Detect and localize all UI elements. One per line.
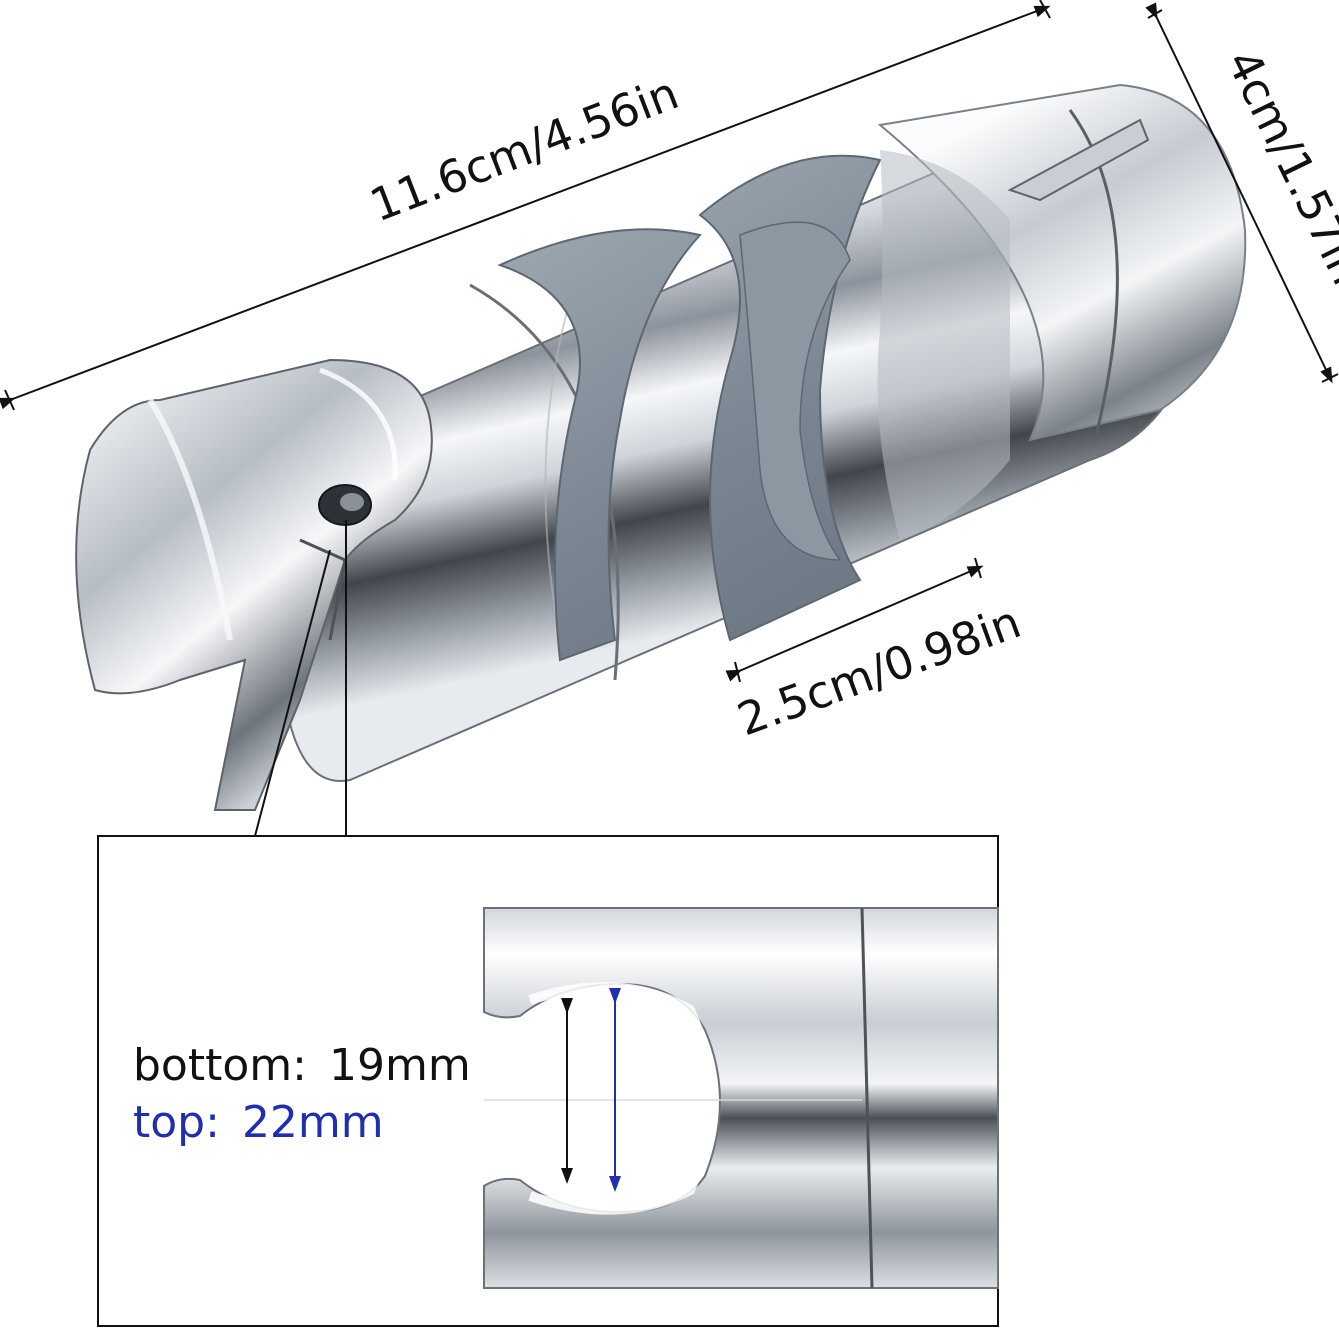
inset-holder-closeup (483, 907, 999, 1289)
diameter-dimension-line (1145, 2, 1339, 384)
bottom-measurement: bottom: 19mm (133, 1040, 471, 1091)
top-value: 22mm (241, 1097, 384, 1148)
slot-dimension-line (725, 557, 984, 683)
length-dimension-line (0, 0, 1051, 411)
top-label: top: (133, 1097, 220, 1148)
shower-slider-bracket (75, 83, 1247, 811)
top-measurement: top: 22mm (133, 1097, 384, 1148)
bottom-value: 19mm (328, 1040, 471, 1091)
bottom-label: bottom: (133, 1040, 307, 1091)
length-label: 11.6cm/4.56in (363, 66, 686, 232)
